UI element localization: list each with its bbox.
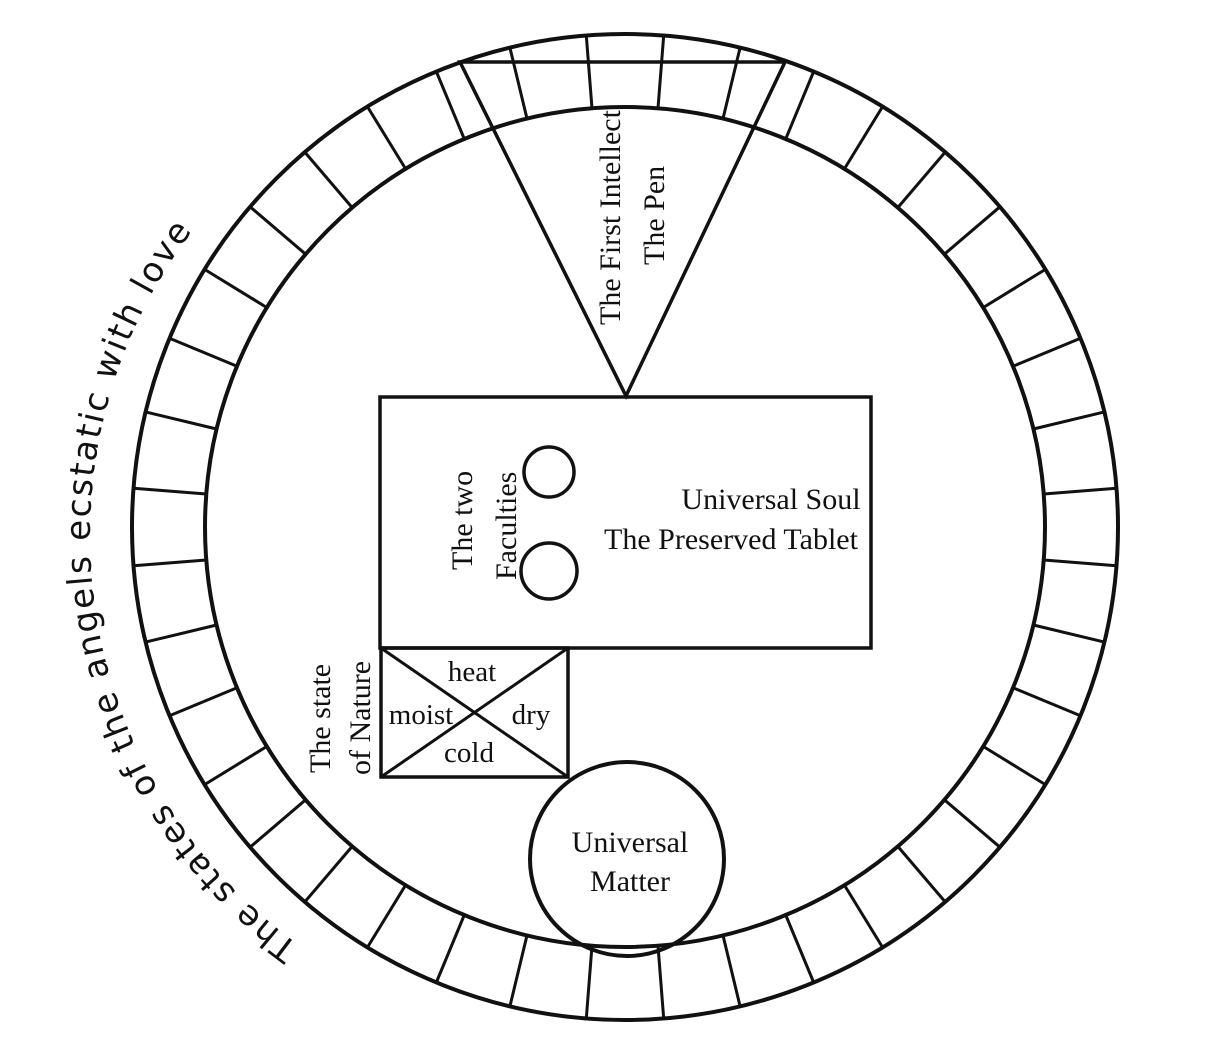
ring-divider <box>982 745 1047 786</box>
state-of-nature-line2: of Nature <box>344 661 377 775</box>
ring-divider <box>982 268 1047 309</box>
universal-soul-line1: Universal Soul <box>681 483 860 516</box>
state-of-nature-box <box>379 646 570 779</box>
ring-divider <box>203 745 268 786</box>
universal-soul-line2: The Preserved Tablet <box>604 523 859 556</box>
ring-divider <box>656 945 666 1019</box>
quality-dry: dry <box>512 699 551 731</box>
ring-divider <box>434 914 466 984</box>
ring-divider <box>1012 686 1082 718</box>
ring-divider <box>784 914 816 984</box>
inner-ring-circle <box>203 105 1047 949</box>
ring-divider <box>303 151 354 209</box>
ring-divider <box>168 336 238 368</box>
faculty-circle-upper <box>522 445 576 499</box>
state-of-nature-line1: The state <box>304 664 337 773</box>
two-faculties-line1: The two <box>446 471 479 570</box>
ring-divider <box>784 70 816 140</box>
first-intellect-line2: The Pen <box>638 166 671 265</box>
outer-ring-circle <box>130 32 1120 1022</box>
universal-matter-line1: Universal <box>572 826 689 859</box>
ring-divider <box>656 35 666 109</box>
ring-divider <box>249 798 307 849</box>
quality-heat: heat <box>448 656 496 688</box>
first-intellect-triangle <box>457 60 788 401</box>
ring-divider <box>249 205 307 256</box>
first-intellect-label: The First Intellect The Pen <box>594 103 671 325</box>
ring-divider <box>896 845 947 903</box>
ring-divider <box>508 935 529 1007</box>
ring-divider <box>843 884 884 949</box>
ring-divider <box>843 105 884 170</box>
ring-divider <box>303 845 354 903</box>
ring-divider <box>203 268 268 309</box>
ring-divider <box>145 410 217 431</box>
first-intellect-line1: The First Intellect <box>594 109 627 325</box>
ring-divider <box>1012 336 1082 368</box>
ring-divider <box>721 47 742 119</box>
ring-divider <box>145 623 217 644</box>
ring-segment-dividers <box>133 35 1117 1019</box>
ring-divider <box>366 884 407 949</box>
two-faculties-label: The two Faculties <box>446 463 523 580</box>
ring-divider <box>896 151 947 209</box>
universal-matter-line2: Matter <box>590 865 670 898</box>
ring-divider <box>508 47 529 119</box>
ring-divider <box>943 798 1001 849</box>
faculty-circle-lower <box>519 541 579 601</box>
ring-divider <box>434 70 466 140</box>
ring-divider <box>721 935 742 1007</box>
universal-soul-box <box>378 395 873 650</box>
ring-divider <box>584 35 594 109</box>
ring-divider <box>943 205 1001 256</box>
ring-divider <box>1033 623 1105 644</box>
ring-divider <box>584 945 594 1019</box>
ring-divider <box>1043 558 1117 568</box>
quality-cold: cold <box>444 737 494 769</box>
outer-ring-label-path: The states of the angels ecstatic with l… <box>59 211 303 970</box>
ring-divider <box>168 686 238 718</box>
ring-divider <box>1043 486 1117 496</box>
ring-divider <box>366 105 407 170</box>
state-of-nature-label: The state of Nature <box>304 656 377 775</box>
ring-divider <box>133 558 207 568</box>
ring-divider <box>133 486 207 496</box>
two-faculties-line2: Faculties <box>490 472 523 580</box>
universal-matter-circle <box>528 760 726 958</box>
quality-moist: moist <box>389 699 453 731</box>
outer-ring-label: The states of the angels ecstatic with l… <box>59 211 305 970</box>
nature-diagonal-2 <box>380 646 569 779</box>
ring-divider <box>1033 410 1105 431</box>
